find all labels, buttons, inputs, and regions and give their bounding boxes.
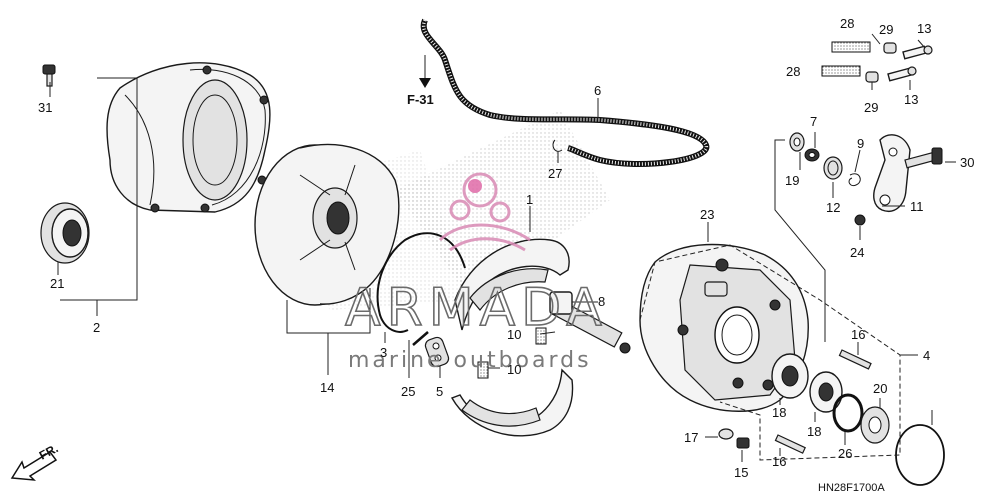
callout-25: 25 <box>401 384 415 399</box>
callout-3: 3 <box>380 345 387 360</box>
spring-9 <box>848 173 861 187</box>
brake-arm-11 <box>873 134 911 212</box>
callout-31: 31 <box>38 100 52 115</box>
spring-10-lower <box>477 361 489 379</box>
callout-17: 17 <box>684 430 698 445</box>
brake-panel-23 <box>639 243 809 412</box>
callout-18-b: 18 <box>807 424 821 439</box>
bolt-30 <box>904 147 943 169</box>
clip-27 <box>552 139 563 152</box>
washer-17 <box>718 428 734 440</box>
front-arrow-icon <box>10 451 58 481</box>
stud-16-upper <box>838 349 872 370</box>
leader-lines <box>49 33 956 462</box>
plate-5 <box>424 336 450 368</box>
o-ring-26 <box>832 393 864 433</box>
callout-13-top: 13 <box>917 21 931 36</box>
callout-4: 4 <box>923 348 930 363</box>
callout-28-top: 28 <box>840 16 854 31</box>
callout-9: 9 <box>857 136 864 151</box>
callout-19: 19 <box>785 173 799 188</box>
callout-21: 21 <box>50 276 64 291</box>
watermark-tagline: marine outboards <box>348 348 592 373</box>
callout-11: 11 <box>910 199 924 214</box>
nut-15 <box>736 437 750 449</box>
oil-seal-21 <box>40 202 90 264</box>
spring-12 <box>823 156 843 180</box>
bearing-18-a <box>771 353 809 399</box>
callout-2: 2 <box>93 320 100 335</box>
callout-14: 14 <box>320 380 334 395</box>
spring-28-bottom <box>821 65 861 77</box>
brake-cam-8 <box>549 291 631 354</box>
callout-6: 6 <box>594 83 601 98</box>
collar-29-bottom <box>865 71 879 83</box>
callout-7: 7 <box>810 114 817 129</box>
callout-30: 30 <box>960 155 974 170</box>
callout-13-bottom: 13 <box>904 92 918 107</box>
joint-13-top <box>902 45 933 60</box>
callout-18-a: 18 <box>772 405 786 420</box>
callout-26: 26 <box>838 446 852 461</box>
callout-23: 23 <box>700 207 714 222</box>
callouts: 1 2 3 4 5 6 7 8 9 10 10 11 12 13 13 14 1… <box>38 16 974 480</box>
brake-drum-housing <box>106 62 271 213</box>
callout-29-top: 29 <box>879 22 893 37</box>
diagram-code: HN28F1700A <box>818 482 885 494</box>
brake-shoe-upper <box>454 238 570 331</box>
spring-10-upper <box>535 327 547 345</box>
callout-15: 15 <box>734 465 748 480</box>
watermark-logo-icon <box>438 172 531 252</box>
collar-29-top <box>883 42 897 54</box>
callout-10-upper: 10 <box>507 327 521 342</box>
joint-13-bottom <box>887 66 917 82</box>
callout-5: 5 <box>436 384 443 399</box>
brake-cable-6 <box>420 18 710 167</box>
brake-shoe-lower <box>450 368 574 437</box>
callout-29-bottom: 29 <box>864 100 878 115</box>
pin-25 <box>412 331 429 346</box>
seal-20 <box>860 406 890 444</box>
washer-7 <box>804 148 820 162</box>
stud-16-lower <box>774 434 806 454</box>
callout-16-upper: 16 <box>851 327 865 342</box>
callout-12: 12 <box>826 200 840 215</box>
callout-28-bottom: 28 <box>786 64 800 79</box>
seal-19 <box>789 132 805 152</box>
callout-8: 8 <box>598 294 605 309</box>
spring-28-top <box>831 41 871 53</box>
callout-20: 20 <box>873 381 887 396</box>
nut-24 <box>854 214 866 226</box>
callout-1: 1 <box>526 192 533 207</box>
brake-drum-14 <box>254 143 400 306</box>
callout-27: 27 <box>548 166 562 181</box>
callout-10-lower: 10 <box>507 362 521 377</box>
watermark: ARMADA marine outboards <box>344 172 608 373</box>
callout-16-lower: 16 <box>772 454 786 469</box>
callout-24: 24 <box>850 245 864 260</box>
o-ring-22 <box>895 424 945 486</box>
bearing-18-b <box>809 371 843 413</box>
reference-label: F-31 <box>407 92 434 107</box>
bolt-31 <box>42 64 56 87</box>
watermark-brand: ARMADA <box>345 278 608 338</box>
